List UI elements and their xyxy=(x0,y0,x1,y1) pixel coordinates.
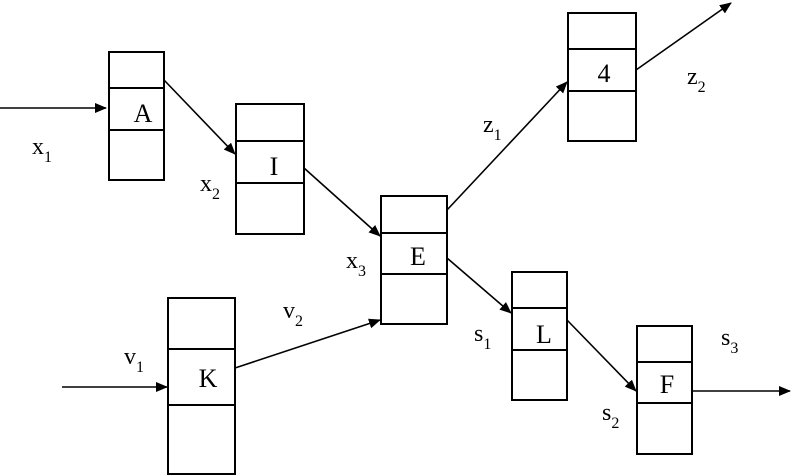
node-4: 4 xyxy=(567,12,637,142)
label-v1: v1 xyxy=(124,344,144,376)
label-v2: v2 xyxy=(283,298,303,330)
label-x2: x2 xyxy=(200,171,220,203)
node-label-F: F xyxy=(660,370,674,399)
node-label-L: L xyxy=(536,320,552,349)
edge-x2 xyxy=(163,79,236,155)
edge-labels: x1 x2 x3 v1 v2 z1 z2 s1 s2 s3 xyxy=(32,64,738,432)
node-F: F xyxy=(636,325,693,455)
edge-x3 xyxy=(303,167,381,237)
node-label-E: E xyxy=(410,242,426,271)
label-z1: z1 xyxy=(483,112,502,144)
edge-s1 xyxy=(446,257,512,314)
node-label-4: 4 xyxy=(598,59,611,88)
node-label-A: A xyxy=(134,99,153,128)
node-K: K xyxy=(167,297,236,475)
label-x1: x1 xyxy=(32,134,52,166)
edge-s2 xyxy=(566,319,637,392)
edges xyxy=(0,2,791,396)
node-label-I: I xyxy=(270,152,279,181)
node-I: I xyxy=(235,103,305,235)
edge-z2 xyxy=(635,2,732,71)
label-s1: s1 xyxy=(474,321,491,353)
edge-z1 xyxy=(446,81,568,211)
edge-v2 xyxy=(234,318,381,369)
node-A: A xyxy=(108,51,165,181)
label-s2: s2 xyxy=(602,400,619,432)
node-L: L xyxy=(511,271,568,401)
label-s3: s3 xyxy=(721,325,738,357)
label-x3: x3 xyxy=(346,248,366,280)
label-z2: z2 xyxy=(687,64,706,96)
node-label-K: K xyxy=(199,364,218,393)
node-E: E xyxy=(380,195,448,325)
